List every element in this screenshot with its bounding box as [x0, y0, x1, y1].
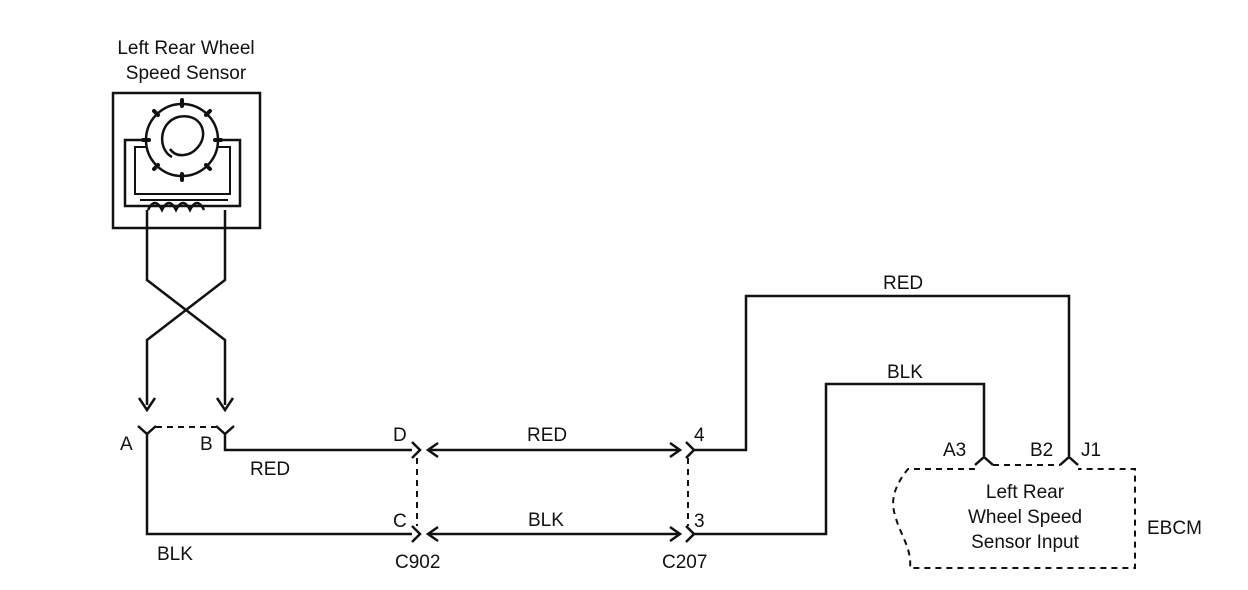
connector-3-icon	[685, 525, 696, 543]
ebcm-text-line1: Left Rear	[986, 482, 1065, 503]
pin-a3-label: A3	[943, 440, 966, 461]
sensor-lead-twist-2	[145, 210, 227, 405]
wire-red-b-to-d-label: RED	[250, 459, 290, 480]
pin-b-arrow-icon	[215, 397, 235, 413]
wire-blk-c-to-3-label: BLK	[528, 510, 564, 531]
ebcm-name-label: EBCM	[1147, 518, 1202, 539]
arrowhead-left-blk-icon	[425, 525, 439, 543]
sensor-title-line2: Speed Sensor	[126, 63, 247, 84]
wire-blk-3-to-a3	[694, 382, 986, 536]
connector-4-icon	[685, 441, 696, 459]
wire-red-4-to-b2	[694, 294, 1071, 456]
sensor-lead-twist-1	[145, 210, 227, 405]
pin-c-label: C	[393, 511, 407, 532]
ebcm-text-line3: Sensor Input	[971, 532, 1079, 553]
arrowhead-right-red-icon	[669, 441, 683, 459]
wire-blk-top-label: BLK	[887, 362, 923, 383]
wire-red-b-to-d	[223, 434, 412, 452]
arrowhead-right-blk-icon	[669, 525, 683, 543]
wire-red-d-to-4-label: RED	[527, 425, 567, 446]
connector-b-icon	[215, 425, 235, 436]
pin-b2-label: B2	[1030, 440, 1053, 461]
pin-a-arrow-icon	[137, 397, 157, 413]
pin-4-label: 4	[694, 425, 705, 446]
connector-j1-label: J1	[1081, 440, 1101, 461]
wire-red-top-label: RED	[883, 273, 923, 294]
wire-blk-a-label: BLK	[157, 544, 193, 565]
ebcm-text-line2: Wheel Speed	[968, 507, 1082, 528]
connector-c-male-icon	[411, 525, 422, 543]
pin-3-label: 3	[694, 511, 705, 532]
ebcm-module-outline	[892, 468, 1136, 569]
pin-b-label: B	[200, 434, 213, 455]
pin-d-label: D	[393, 425, 407, 446]
wheel-speed-sensor-icon	[111, 91, 262, 230]
connector-c902-label: C902	[395, 552, 440, 573]
pin-a3-connector-icon	[974, 455, 994, 466]
connector-c207-label: C207	[662, 552, 707, 573]
arrowhead-left-red-icon	[425, 441, 439, 459]
pin-b2-connector-icon	[1059, 455, 1079, 466]
wire-blk-a-to-c	[145, 434, 412, 536]
connector-d-male-icon	[411, 441, 422, 459]
sensor-title-line1: Left Rear Wheel	[117, 38, 254, 59]
pin-a-label: A	[120, 434, 133, 455]
connector-a-icon	[137, 425, 157, 436]
